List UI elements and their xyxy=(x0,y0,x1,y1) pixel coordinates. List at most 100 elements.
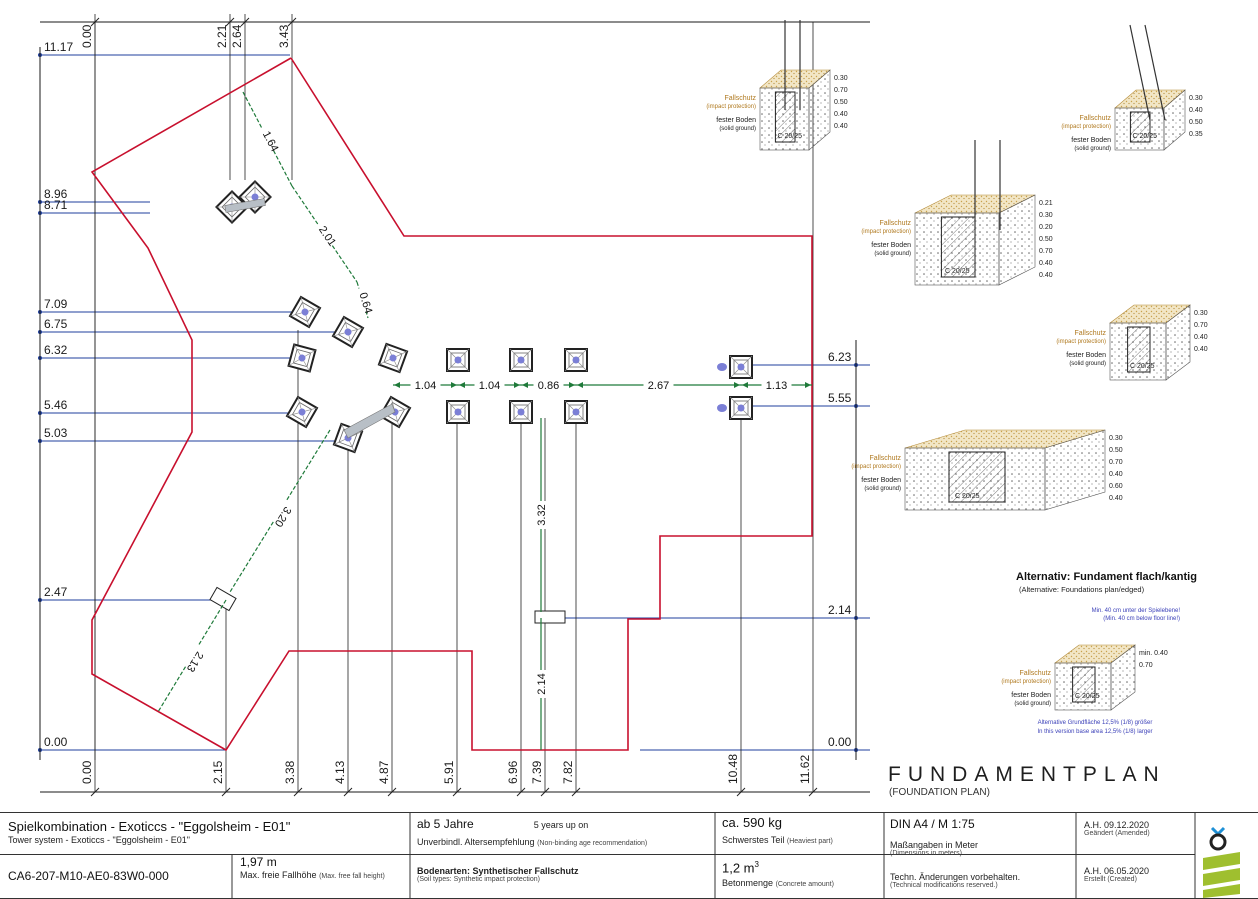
spacing-label-bg xyxy=(533,501,549,529)
beam-connector xyxy=(224,198,266,213)
dimension-label: 5.55 xyxy=(828,391,852,405)
dimension-label: 2.67 xyxy=(648,380,669,392)
impact-label: Fallschutz xyxy=(869,455,901,462)
detail-dimension: 0.70 xyxy=(1139,662,1153,669)
foundation xyxy=(729,396,753,420)
impact-label: Fallschutz xyxy=(879,220,911,227)
alternative-title: Alternativ: Fundament flach/kantig xyxy=(1016,571,1197,583)
dimension-label: 0.64 xyxy=(357,291,375,315)
arrow-head xyxy=(394,382,400,388)
impact-label: Fallschutz xyxy=(724,95,756,102)
foundation-inner xyxy=(337,321,359,343)
dimension-label: 5.46 xyxy=(44,398,68,412)
plan-title: FUNDAMENTPLAN xyxy=(888,763,1166,786)
dimension-label: 2.47 xyxy=(44,585,68,599)
detail-dimension: 0.70 xyxy=(1194,322,1208,329)
spacing-label-bg xyxy=(761,378,792,392)
ground-label: (solid ground) xyxy=(1069,361,1106,367)
detail-dimension: 0.50 xyxy=(1189,119,1203,126)
ground-label: fester Boden xyxy=(1071,137,1111,144)
foundation-detail-6: Fallschutz(impact protection)fester Bode… xyxy=(1001,644,1168,711)
plan-subtitle: (FOUNDATION PLAN) xyxy=(889,787,990,798)
foundation-details: Fallschutz (impact protection) fester Bode… xyxy=(706,20,1208,735)
impact-label: (impact protection) xyxy=(1056,339,1106,345)
detail-dimension: 0.40 xyxy=(1189,107,1203,114)
dimension-label: 7.09 xyxy=(44,297,68,311)
post-marker xyxy=(572,408,580,416)
detail-dimension: 0.40 xyxy=(1194,346,1208,353)
dimension-label: 0.00 xyxy=(80,24,94,48)
foundations xyxy=(209,180,753,624)
spacing-label-bg xyxy=(268,497,294,526)
dimension-label: 1.04 xyxy=(415,380,436,392)
detail-dimension: 0.30 xyxy=(1109,435,1123,442)
dimension-label: 10.48 xyxy=(726,754,740,784)
impact-label: (impact protection) xyxy=(1061,124,1111,130)
foundation-inner xyxy=(513,352,529,368)
post-marker xyxy=(301,308,309,316)
impact-label: (impact protection) xyxy=(861,229,911,235)
concrete-label: C 20/25 xyxy=(778,133,803,140)
spacing-label-bg xyxy=(533,670,549,698)
alternative-note: In this version base area 12,5% (1/8) la… xyxy=(1037,729,1152,735)
dimension-rails xyxy=(39,21,870,793)
dimension-label: 2.15 xyxy=(211,760,225,784)
product-name: Spielkombination - Exoticcs - "Eggolshei… xyxy=(8,819,291,845)
post-line xyxy=(1129,24,1151,121)
foundation-detail-2: Fallschutz(impact protection)fester Bode… xyxy=(1061,89,1203,152)
post-line xyxy=(1144,24,1166,121)
foundation xyxy=(446,400,470,424)
dimension-label: 0.00 xyxy=(80,760,94,784)
spacing-label-bg xyxy=(474,378,505,392)
detail-dimension: 0.50 xyxy=(1109,447,1123,454)
detail-dimension: 0.40 xyxy=(834,111,848,118)
detail-dimension: 0.35 xyxy=(1189,131,1203,138)
dimension-label: 3.38 xyxy=(283,760,297,784)
arrow-head xyxy=(577,382,583,388)
post-marker xyxy=(298,354,306,362)
foundation xyxy=(446,348,470,372)
level-lines xyxy=(38,53,870,752)
post-marker xyxy=(572,356,580,364)
impact-label: (impact protection) xyxy=(851,464,901,470)
post-marker xyxy=(517,356,525,364)
detail-dimension: 0.50 xyxy=(1039,236,1053,243)
dimension-label: 4.13 xyxy=(333,760,347,784)
detail-dimension: 0.70 xyxy=(1039,248,1053,255)
foundation-detail-1: Fallschutz(impact protection)fester Bode… xyxy=(706,69,848,151)
arrow-head xyxy=(734,382,740,388)
post-marker xyxy=(344,328,352,336)
amended-info: A.H. 09.12.2020 Geändert (Amended) xyxy=(1084,820,1150,838)
detail-dimension: 0.30 xyxy=(1039,212,1053,219)
post-marker xyxy=(717,363,727,371)
impact-label: (impact protection) xyxy=(706,104,756,110)
impact-label: Fallschutz xyxy=(1019,670,1051,677)
post-marker xyxy=(517,408,525,416)
dimension-label: 11.62 xyxy=(798,755,812,784)
dimension-label: 0.00 xyxy=(828,735,852,749)
spacing-line xyxy=(157,599,227,713)
concrete-block xyxy=(1127,326,1151,373)
dimension-label: 1.13 xyxy=(766,380,787,392)
foundation-inner xyxy=(294,301,316,323)
concrete-label: C 20/25 xyxy=(1133,133,1158,140)
ground-label: (solid ground) xyxy=(719,126,756,132)
dimension-label: 8.96 xyxy=(44,187,68,201)
detail-dimension: 0.50 xyxy=(834,99,848,106)
foundation xyxy=(564,400,588,424)
dimension-label: 3.32 xyxy=(536,504,548,525)
foundation-inner xyxy=(383,348,403,368)
foundation xyxy=(287,343,317,373)
detail-dimension: 0.30 xyxy=(1194,310,1208,317)
concrete-label: C 20/25 xyxy=(1130,363,1155,370)
ground-label: fester Boden xyxy=(871,242,911,249)
detail-dimension: 0.20 xyxy=(1039,224,1053,231)
arrow-head xyxy=(569,382,575,388)
foundation xyxy=(509,400,533,424)
dimension-label: 0.86 xyxy=(538,380,559,392)
dimension-label: 7.39 xyxy=(530,760,544,784)
foundation xyxy=(377,342,409,374)
foundation-inner xyxy=(733,359,749,375)
